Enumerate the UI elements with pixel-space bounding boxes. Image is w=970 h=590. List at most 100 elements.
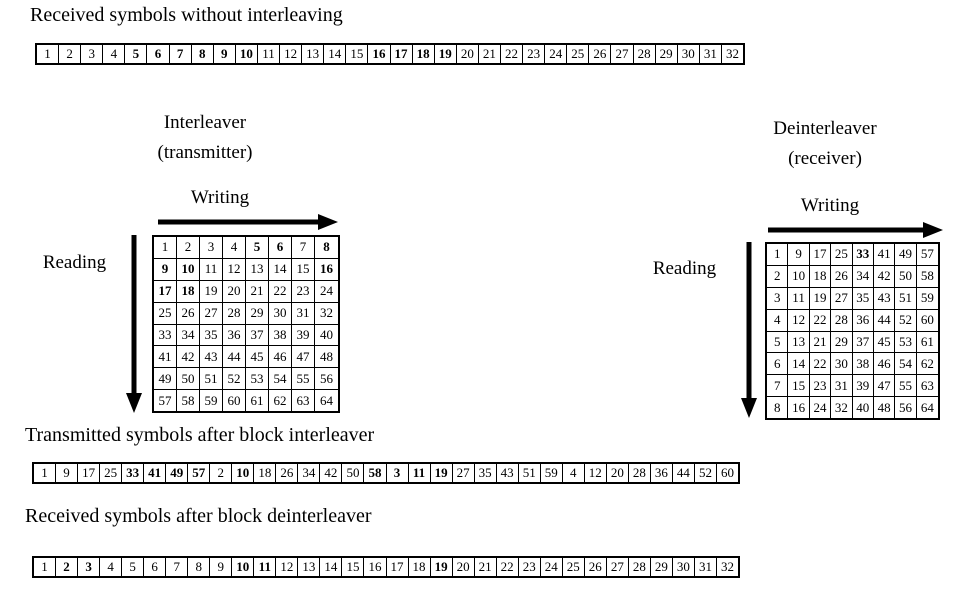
interleaver-cell: 37 <box>246 324 269 347</box>
transmitted-cell: 59 <box>541 464 563 482</box>
caption-received-after-deinterleaver: Received symbols after block deinterleav… <box>25 505 372 527</box>
interleaver-cell: 20 <box>223 280 246 303</box>
deinterleaver-cell: 13 <box>788 331 810 354</box>
deinterleaver-cell: 8 <box>767 397 789 418</box>
interleaver-cell: 14 <box>269 258 292 281</box>
deinterleaver-cell: 45 <box>873 331 896 354</box>
interleaver-cell: 38 <box>269 324 292 347</box>
deinterleaver-cell: 49 <box>895 244 917 266</box>
transmitted-cell: 51 <box>519 464 541 482</box>
transmitted-cell: 52 <box>695 464 717 482</box>
transmitted-cell: 10 <box>232 464 255 482</box>
deinterleaver-cell: 25 <box>831 244 853 266</box>
deinterleaver-cell: 39 <box>852 375 874 398</box>
deinterleaver-cell: 22 <box>809 309 832 332</box>
interleaver-cell: 51 <box>200 368 223 391</box>
transmitted-cell: 20 <box>607 464 629 482</box>
transmitted-cell: 19 <box>431 464 453 482</box>
received-deint-cell: 4 <box>100 558 123 576</box>
interleaver-cell: 4 <box>223 237 246 259</box>
interleaver-cell: 47 <box>292 346 315 369</box>
interleaver-cell: 22 <box>269 280 292 303</box>
transmitted-cell: 2 <box>210 464 233 482</box>
deinterleaver-cell: 27 <box>831 287 853 310</box>
deinterleaver-title-line1: Deinterleaver <box>773 118 877 139</box>
deinterleaver-title-line2: (receiver) <box>788 148 862 169</box>
received-plain-cell: 4 <box>103 45 126 63</box>
interleaver-cell: 39 <box>292 324 315 347</box>
received-plain-cell: 29 <box>656 45 678 63</box>
interleaver-cell: 1 <box>154 237 177 259</box>
deinterleaver-cell: 29 <box>831 331 853 354</box>
arrow-down-icon <box>740 242 758 418</box>
interleaver-cell: 45 <box>246 346 269 369</box>
deinterleaver-cell: 16 <box>788 397 810 418</box>
transmitted-cell: 44 <box>673 464 695 482</box>
deinterleaver-cell: 41 <box>873 244 896 266</box>
received-deint-cell: 10 <box>232 558 255 576</box>
received-deint-cell: 16 <box>364 558 387 576</box>
deinterleaver-cell: 18 <box>809 265 832 288</box>
received-plain-cell: 14 <box>324 45 347 63</box>
interleaver-cell: 25 <box>154 302 177 325</box>
received-deint-cell: 21 <box>475 558 497 576</box>
interleaver-cell: 57 <box>154 390 177 411</box>
transmitted-cell: 11 <box>409 464 431 482</box>
deinterleaver-cell: 42 <box>873 265 896 288</box>
transmitted-cell: 26 <box>276 464 299 482</box>
deinterleaver-cell: 40 <box>853 397 874 418</box>
deinterleaver-cell: 21 <box>809 331 832 354</box>
arrow-right-icon <box>158 213 338 231</box>
deinterleaver-writing-label: Writing <box>800 195 860 216</box>
received-deint-cell: 22 <box>497 558 519 576</box>
transmitted-cell: 43 <box>497 464 519 482</box>
interleaver-cell: 15 <box>292 258 315 281</box>
caption-transmitted-after-interleaver: Transmitted symbols after block interlea… <box>25 424 375 446</box>
received-deint-cell: 27 <box>607 558 629 576</box>
interleaver-cell: 53 <box>246 368 269 391</box>
interleaver-cell: 17 <box>154 280 177 303</box>
received-plain-cell: 25 <box>567 45 590 63</box>
deinterleaver-cell: 50 <box>895 265 917 288</box>
received-deint-cell: 5 <box>122 558 145 576</box>
interleaver-cell: 8 <box>315 237 338 259</box>
received-deint-cell: 20 <box>453 558 475 576</box>
deinterleaver-cell: 32 <box>831 397 853 418</box>
received-plain-cell: 22 <box>501 45 524 63</box>
interleaver-cell: 12 <box>223 258 246 281</box>
deinterleaver-cell: 31 <box>831 375 853 398</box>
transmitted-cell: 42 <box>320 464 343 482</box>
deinterleaver-cell: 37 <box>852 331 874 354</box>
deinterleaver-cell: 61 <box>916 332 938 354</box>
interleaver-writing-label: Writing <box>190 187 250 208</box>
received-plain-cell: 24 <box>545 45 568 63</box>
received-plain-cell: 12 <box>280 45 303 63</box>
interleaver-title-line2: (transmitter) <box>157 142 253 163</box>
received-deint-cell: 3 <box>78 558 101 576</box>
received-deint-cell: 2 <box>56 558 79 576</box>
interleaver-cell: 2 <box>177 237 200 259</box>
deinterleaver-cell: 17 <box>809 244 832 266</box>
arrow-right-icon <box>768 221 943 239</box>
deinterleaver-cell: 4 <box>767 309 789 332</box>
transmitted-cell: 49 <box>166 464 189 482</box>
deinterleaver-cell: 52 <box>895 309 917 332</box>
interleaver-cell: 59 <box>200 390 223 411</box>
received-plain-cell: 31 <box>700 45 722 63</box>
received-plain-cell: 6 <box>147 45 170 63</box>
deinterleaver-cell: 22 <box>809 353 832 376</box>
transmitted-cell: 25 <box>100 464 123 482</box>
interleaver-cell: 7 <box>292 237 315 259</box>
transmitted-cell: 4 <box>563 464 585 482</box>
transmitted-cell: 41 <box>144 464 167 482</box>
deinterleaver-reading-label: Reading <box>652 258 717 279</box>
deinterleaver-cell: 64 <box>920 399 934 415</box>
received-deint-cell: 11 <box>254 558 277 576</box>
interleaver-cell: 41 <box>154 346 177 369</box>
received-deint-cell: 23 <box>519 558 541 576</box>
transmitted-cell: 57 <box>188 464 211 482</box>
interleaver-cell: 49 <box>154 368 177 391</box>
